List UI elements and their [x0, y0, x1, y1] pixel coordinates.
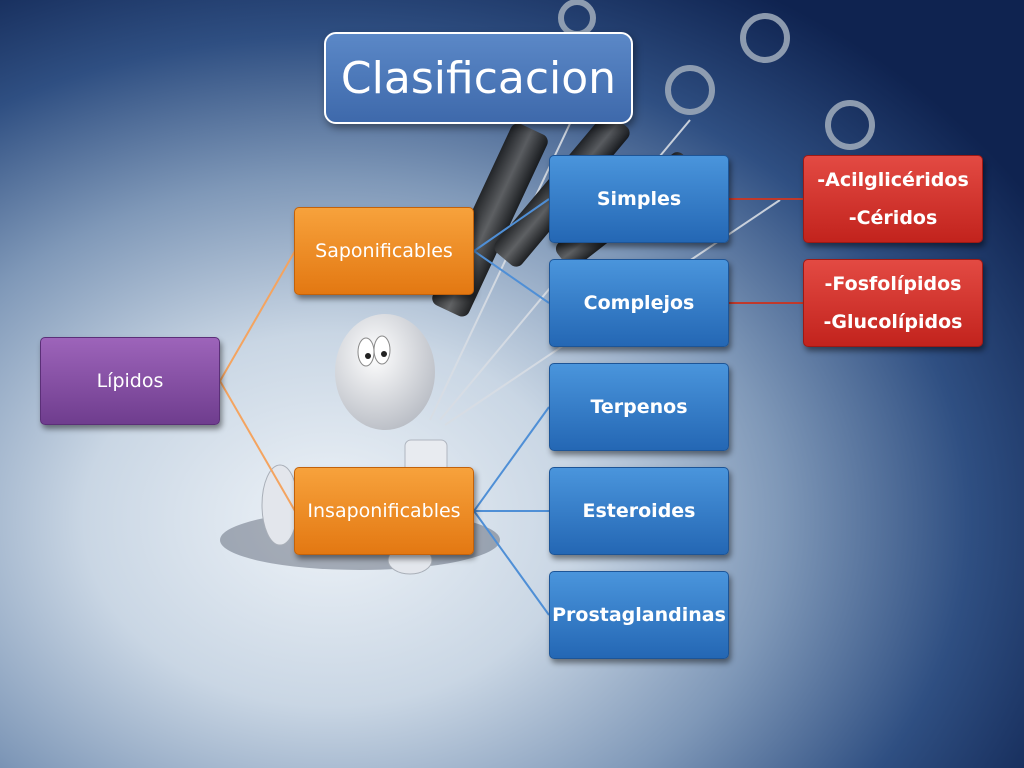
connector-root-insaponificables	[219, 380, 296, 512]
node-simples-detail: -Acilglicéridos -Céridos	[803, 155, 983, 243]
node-lipidos: Lípidos	[40, 337, 220, 425]
connector-insaponificables-prostaglandinas	[473, 510, 550, 616]
node-prostaglandinas-label: Prostaglandinas	[552, 604, 726, 626]
connector-insaponificables-terpenos	[473, 406, 550, 512]
connector-saponificables-simples	[473, 198, 550, 252]
diagram-title: Clasificacion	[324, 32, 633, 124]
detail-ceridos: -Céridos	[848, 207, 938, 229]
connector-root-saponificables	[219, 250, 296, 382]
node-saponificables-label: Saponificables	[315, 240, 453, 262]
node-insaponificables: Insaponificables	[294, 467, 474, 555]
node-insaponificables-label: Insaponificables	[307, 500, 461, 522]
detail-fosfolipidos: -Fosfolípidos	[824, 273, 962, 295]
node-terpenos-label: Terpenos	[590, 396, 688, 418]
node-complejos-detail: -Fosfolípidos -Glucolípidos	[803, 259, 983, 347]
detail-acilgliceridos: -Acilglicéridos	[817, 169, 969, 191]
node-prostaglandinas: Prostaglandinas	[549, 571, 729, 659]
node-esteroides: Esteroides	[549, 467, 729, 555]
connector-saponificables-complejos	[473, 250, 550, 304]
node-lipidos-label: Lípidos	[96, 370, 164, 392]
node-simples-label: Simples	[596, 188, 682, 210]
node-simples: Simples	[549, 155, 729, 243]
node-esteroides-label: Esteroides	[582, 500, 696, 522]
node-complejos: Complejos	[549, 259, 729, 347]
detail-glucolipidos: -Glucolípidos	[823, 311, 963, 333]
node-saponificables: Saponificables	[294, 207, 474, 295]
node-complejos-label: Complejos	[583, 292, 695, 314]
node-terpenos: Terpenos	[549, 363, 729, 451]
